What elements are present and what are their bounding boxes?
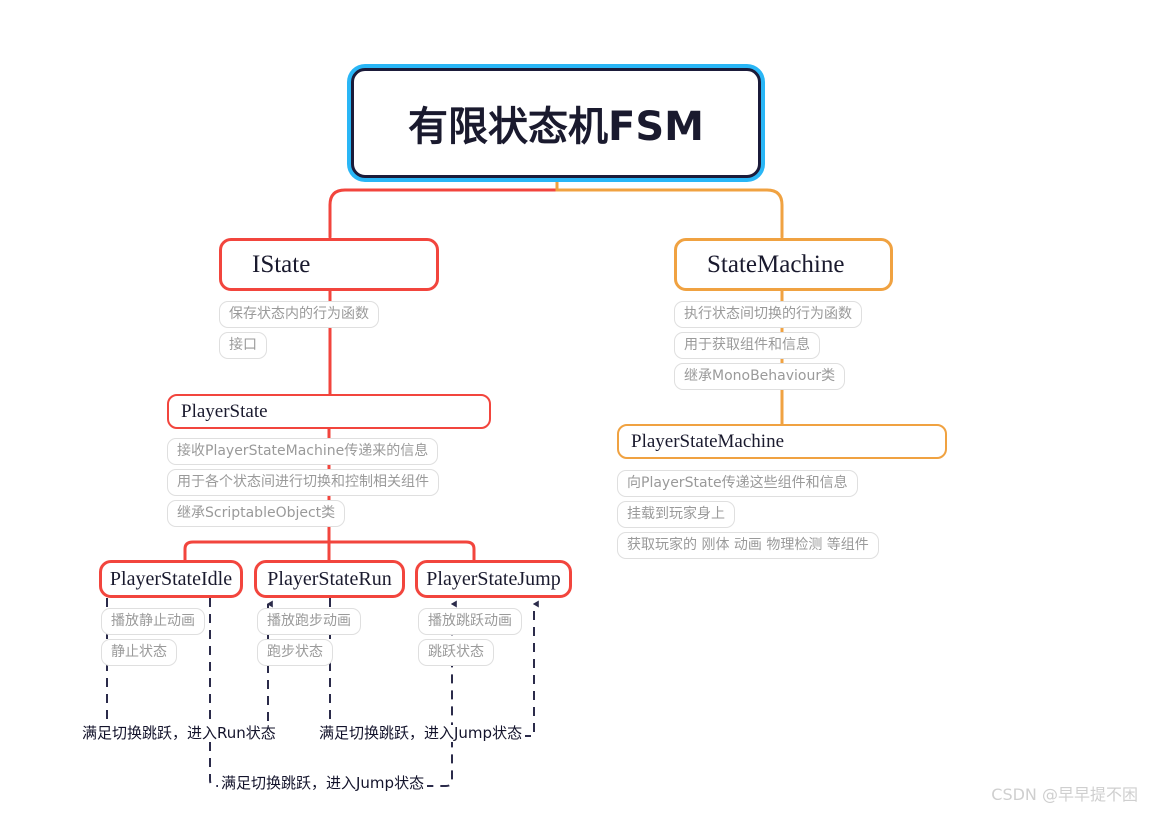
edge-root-to-statemachine bbox=[555, 176, 784, 239]
node-playerstatejump[interactable]: PlayerStateJump bbox=[415, 560, 572, 598]
node-playerstaterun-label: PlayerStateRun bbox=[267, 567, 392, 590]
node-istate-label: IState bbox=[252, 250, 311, 278]
node-istate[interactable]: IState bbox=[219, 238, 439, 291]
tag-playerstatemachine-2: 获取玩家的 刚体 动画 物理检测 等组件 bbox=[617, 532, 879, 559]
node-statemachine-label: StateMachine bbox=[707, 250, 845, 278]
tag-playerstateidle-1: 静止状态 bbox=[101, 639, 177, 666]
node-statemachine[interactable]: StateMachine bbox=[674, 238, 893, 291]
tag-istate-1: 接口 bbox=[219, 332, 267, 359]
node-playerstateidle-label: PlayerStateIdle bbox=[109, 567, 233, 590]
tag-playerstateidle-0: 播放静止动画 bbox=[101, 608, 205, 635]
tag-playerstatejump-1: 跳跃状态 bbox=[418, 639, 494, 666]
edge-playerstate-bar bbox=[183, 540, 476, 562]
transition-label-idle-to-jump: 满足切换跳跃，进入Jump状态 bbox=[218, 775, 428, 792]
node-playerstaterun[interactable]: PlayerStateRun bbox=[254, 560, 405, 598]
tag-statemachine-1: 用于获取组件和信息 bbox=[674, 332, 820, 359]
tag-playerstaterun-1: 跑步状态 bbox=[257, 639, 333, 666]
node-playerstate[interactable]: PlayerState bbox=[167, 394, 491, 429]
node-root[interactable]: 有限状态机FSM bbox=[351, 68, 761, 178]
transition-label-run-to-jump: 满足切换跳跃，进入Jump状态 bbox=[316, 725, 526, 742]
tag-playerstatejump-0: 播放跳跃动画 bbox=[418, 608, 522, 635]
tag-statemachine-2: 继承MonoBehaviour类 bbox=[674, 363, 846, 390]
node-playerstatemachine[interactable]: PlayerStateMachine bbox=[617, 424, 947, 459]
tag-playerstate-2: 继承ScriptableObject类 bbox=[167, 500, 346, 527]
tag-playerstate-0: 接收PlayerStateMachine传递来的信息 bbox=[167, 438, 439, 465]
tag-playerstate-1: 用于各个状态间进行切换和控制相关组件 bbox=[167, 469, 439, 496]
node-playerstatemachine-label: PlayerStateMachine bbox=[631, 430, 785, 452]
tag-playerstatemachine-1: 挂载到玩家身上 bbox=[617, 501, 735, 528]
tag-playerstatemachine-0: 向PlayerState传递这些组件和信息 bbox=[617, 470, 858, 497]
transition-label-idle-to-run: 满足切换跳跃，进入Run状态 bbox=[79, 725, 279, 742]
watermark: CSDN @早早提不困 bbox=[991, 785, 1138, 804]
node-playerstatejump-label: PlayerStateJump bbox=[426, 567, 561, 590]
node-playerstateidle[interactable]: PlayerStateIdle bbox=[99, 560, 243, 598]
tag-playerstaterun-0: 播放跑步动画 bbox=[257, 608, 361, 635]
edge-root-to-istate bbox=[328, 176, 559, 239]
tag-istate-0: 保存状态内的行为函数 bbox=[219, 301, 379, 328]
node-playerstate-label: PlayerState bbox=[181, 400, 268, 422]
tag-statemachine-0: 执行状态间切换的行为函数 bbox=[674, 301, 862, 328]
node-root-label: 有限状态机FSM bbox=[408, 104, 704, 150]
